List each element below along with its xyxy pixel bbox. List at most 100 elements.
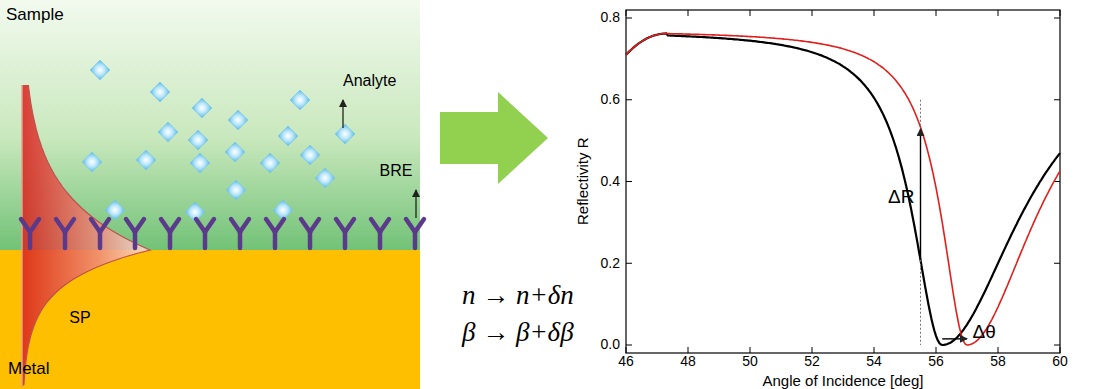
antibody-symbol [56,219,74,248]
analyte-diamond [226,180,246,200]
tick [1060,347,1061,353]
antibody-stem [98,232,103,248]
delta-theta-arrow [942,338,967,339]
analyte-diamond [300,145,320,165]
antibody-symbol [231,219,249,248]
antibody-arm [30,219,39,232]
antibody-stem [238,232,243,248]
antibody-symbol [266,219,284,248]
antibody-stem [28,232,33,248]
antibody-stem [308,232,313,248]
antibody-symbol [301,219,319,248]
antibody-arm [345,219,354,232]
block-arrow [440,92,548,184]
antibody-symbol [126,219,144,248]
tick [936,347,937,353]
analyte-diamond [335,124,355,144]
tick [1054,263,1060,264]
analyte-diamond [225,142,245,162]
tick-label: 0.2 [601,256,620,271]
analyte-diamond [192,98,212,118]
analyte-diamond [82,152,102,172]
antibody-symbol [161,219,179,248]
antibody-symbol [21,219,39,248]
tick-label: 46 [618,354,634,369]
analyte-diamond [315,168,335,188]
antibody-arm [205,219,214,232]
reference-curve [626,34,1060,346]
tick-label: 60 [1052,354,1068,369]
analyte-diamond [136,150,156,170]
antibody-arm [170,219,179,232]
sample-region: Sample [0,0,420,250]
antibody-arm [310,219,319,232]
tick [1054,345,1060,346]
analyte-diamond [278,126,298,146]
bio-recognition-elements [21,219,424,248]
antibody-stem [378,232,383,248]
axis-title: Reflectivity R [575,138,592,226]
tick [998,347,999,353]
delta-label: Δθ [973,322,996,343]
tick [812,10,813,16]
antibody-stem [63,232,68,248]
antibody-stem [168,232,173,248]
antibody-arm [65,219,74,232]
antibody-stem [413,232,418,248]
antibody-arm [380,219,389,232]
antibody-symbol [406,219,424,248]
leader-arrow [342,100,343,128]
region-label: Metal [8,360,50,379]
tick-label: 54 [866,354,882,369]
tick [626,347,627,353]
metal-layer: Metal [0,250,420,389]
field-profile [22,85,150,387]
equation: n → n+δn [462,281,574,311]
tick [626,99,632,100]
tick [812,347,813,353]
reflectivity-chart [626,10,1060,353]
analyte-diamond [158,122,178,142]
tick-label: 0.6 [601,92,620,107]
tick-label: 50 [742,354,758,369]
shifted-curve [626,34,1060,346]
equation: β → β+δβ [462,318,574,348]
antibody-stem [133,232,138,248]
field-outline [24,85,150,385]
part-label: Analyte [343,72,396,90]
delta-label: ΔR [888,187,914,208]
analyte-diamond [228,110,248,130]
tick [688,347,689,353]
antibody-arm [275,219,284,232]
antibody-arm [415,219,424,232]
analyte-molecules [82,60,355,222]
tick [1054,18,1060,19]
tick-label: 56 [928,354,944,369]
guide-line [920,100,921,345]
tick [750,10,751,16]
antibody-symbol [371,219,389,248]
delta-r-arrow [920,129,921,260]
tick [750,347,751,353]
tick [1060,10,1061,16]
tick-label: 52 [804,354,820,369]
analyte-diamond [260,153,280,173]
analyte-diamond [190,153,210,173]
tick-label: 48 [680,354,696,369]
tick [936,10,937,16]
antibody-arm [240,219,249,232]
antibody-stem [273,232,278,248]
tick [874,347,875,353]
plot-frame [626,10,1060,353]
analyte-diamond [150,82,170,102]
tick [626,263,632,264]
tick-label: 0.8 [601,10,620,25]
antibody-arm [135,219,144,232]
analyte-diamond [188,130,208,150]
tick-label: 58 [990,354,1006,369]
surface-plasmon-field [22,85,150,387]
antibody-symbol [336,219,354,248]
tick [874,10,875,16]
tick [998,10,999,16]
